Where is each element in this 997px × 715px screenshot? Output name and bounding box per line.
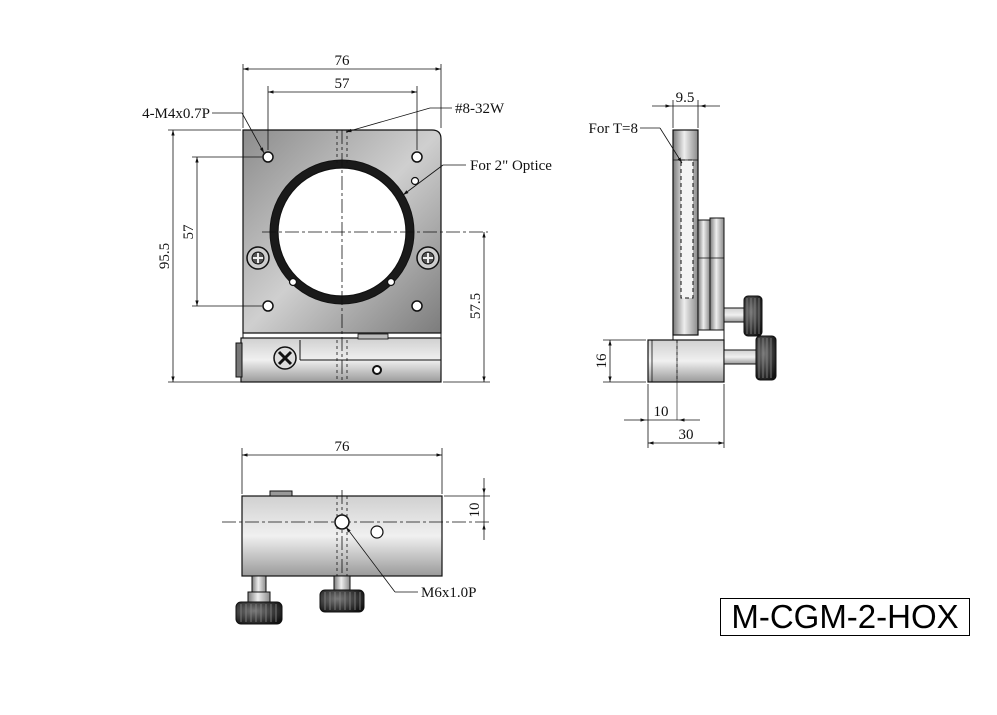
side-view: 9.5 For T=8 16 10 30 — [589, 90, 777, 448]
front-width-label: 76 — [335, 53, 351, 69]
tapped-hole-icon — [262, 151, 274, 163]
front-center-height-label: 57.5 — [468, 293, 484, 319]
bottom-knob-icon — [319, 589, 365, 613]
adjuster-knob-icon — [743, 295, 763, 337]
tapped-hole-icon — [262, 300, 274, 312]
mount-thread-label: M6x1.0P — [421, 585, 476, 601]
front-hole-spacing-h-label: 57 — [335, 76, 351, 92]
bottom-knob-icon — [235, 601, 283, 625]
optic-thickness-label: For T=8 — [589, 121, 638, 137]
pin-hole-icon — [370, 525, 384, 539]
center-thread-label: #8-32W — [455, 101, 505, 117]
side-offset-label: 10 — [654, 404, 669, 420]
tapped-hole-icon — [411, 151, 423, 163]
tapped-hole-icon — [411, 300, 423, 312]
front-height-label: 95.5 — [157, 243, 173, 269]
side-depth-label: 30 — [679, 427, 694, 443]
tapped-holes-label: 4-M4x0.7P — [142, 106, 210, 122]
optic-size-label: For 2" Optice — [470, 158, 552, 174]
mount-hole-icon — [334, 514, 350, 530]
front-hole-spacing-v-label: 57 — [181, 224, 197, 240]
base-hole-icon — [372, 365, 382, 375]
model-number: M-CGM-2-HOX — [731, 598, 959, 635]
front-view: 76 57 95.5 57 57.5 4-M4x0.7P #8-32W For … — [142, 53, 552, 383]
side-base-height-label: 16 — [594, 353, 610, 369]
model-number-box: M-CGM-2-HOX — [720, 598, 970, 636]
bottom-width-label: 76 — [335, 439, 351, 455]
bottom-view: 76 10 M6x1.0P — [222, 439, 490, 625]
bottom-hole-offset-label: 10 — [467, 503, 483, 518]
side-base — [647, 339, 725, 383]
side-thickness-label: 9.5 — [676, 90, 695, 106]
